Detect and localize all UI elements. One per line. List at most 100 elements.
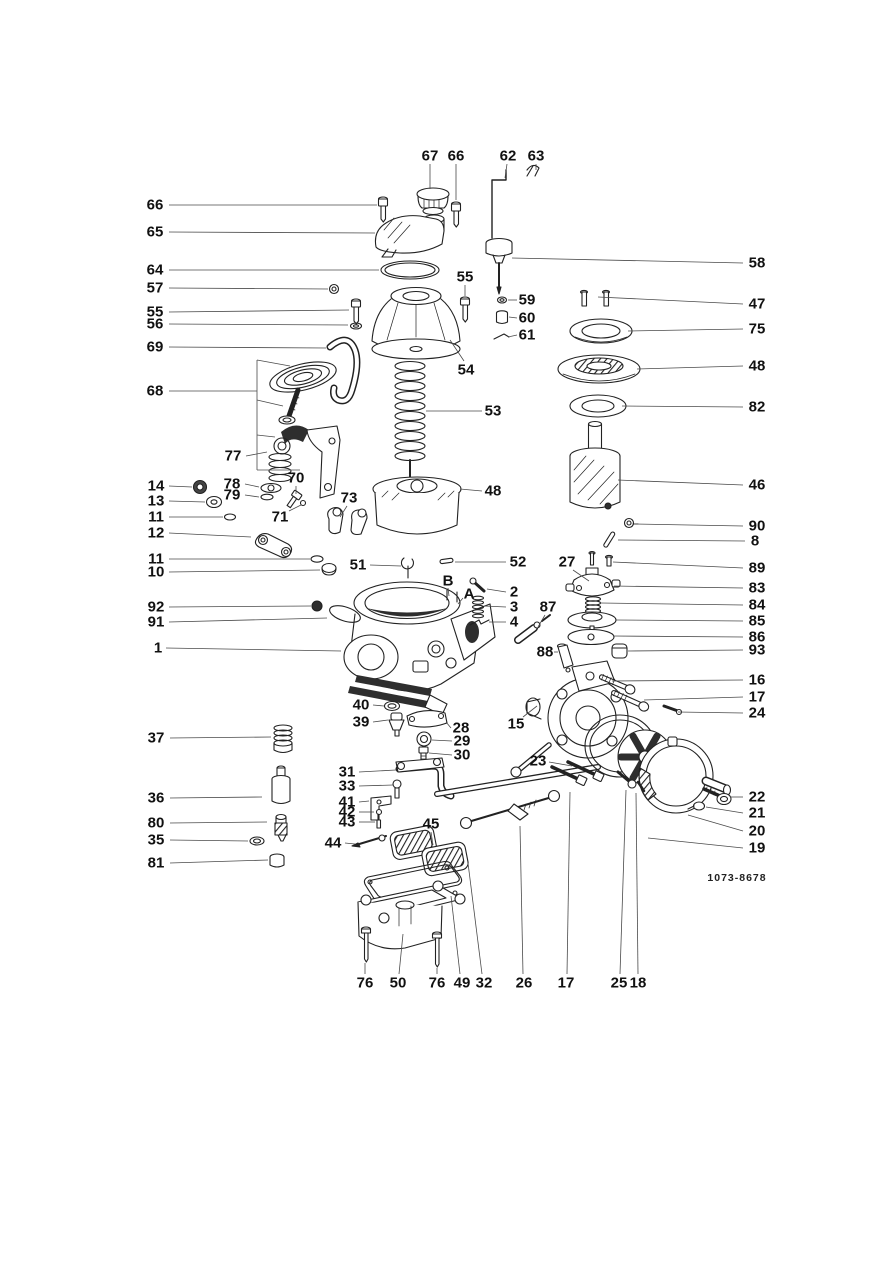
leader-line-14: [168, 485, 193, 488]
part-label-37: 37: [148, 730, 165, 747]
leader-line-83: [613, 585, 744, 589]
part-label-52: 52: [510, 554, 527, 571]
part-48-dished-washer: [557, 354, 641, 384]
leader-line-8: [617, 539, 746, 542]
part-22-screw: [702, 786, 732, 806]
parts-drawing: [192, 164, 732, 968]
part-label-76: 76: [357, 975, 374, 992]
part-label-56: 56: [147, 316, 164, 333]
leader-line-90: [633, 523, 744, 527]
part-26-linkage-rod: [459, 789, 561, 830]
drawing-number: 1073-8678: [707, 872, 766, 884]
leader-line-91: [168, 617, 328, 623]
leader-line-48: [636, 365, 744, 370]
part-label-44: 44: [325, 835, 342, 852]
leader-line-56: [168, 323, 349, 326]
leader-line-46: [617, 479, 744, 486]
leader-line-36: [169, 796, 263, 799]
part-13-washer: [205, 495, 223, 509]
leader-line-2: [486, 588, 507, 593]
part-16-screw: [598, 674, 636, 695]
leader-line-85: [615, 619, 744, 622]
leader-line-15: [522, 705, 538, 718]
part-18-pin: [636, 780, 646, 793]
part-10-cup: [321, 562, 337, 576]
part-42-screw: [375, 808, 383, 821]
part-label-89: 89: [749, 560, 766, 577]
part-11-washer-upper: [223, 513, 237, 521]
leader-line-18: [635, 792, 639, 975]
part-label-49: 49: [454, 975, 471, 992]
leader-line-13: [168, 500, 206, 503]
part-label-54: 54: [458, 362, 475, 379]
part-80-valve: [274, 813, 288, 842]
part-label-16: 16: [749, 672, 766, 689]
part-36-jet-holder: [271, 765, 291, 805]
leader-line-27: [572, 569, 590, 582]
leader-line-31: [358, 769, 397, 773]
part-88-plunger: [556, 643, 574, 673]
leader-line-87: [537, 614, 546, 628]
part-label-8: 8: [751, 533, 759, 550]
leader-line-80: [169, 821, 268, 824]
part-21-plug: [687, 801, 706, 811]
leader-line-77: [245, 451, 268, 457]
part-label-12: 12: [148, 525, 165, 542]
part-24-pin: [662, 704, 683, 716]
leader-line-26: [519, 825, 524, 975]
part-82-ring: [569, 394, 627, 418]
part-label-76: 76: [429, 975, 446, 992]
part-label-39: 39: [353, 714, 370, 731]
part-12-lever: [254, 533, 293, 559]
part-label-81: 81: [148, 855, 165, 872]
part-label-40: 40: [353, 697, 370, 714]
part-label-1: 1: [154, 640, 162, 657]
part-63-clip: [526, 164, 540, 177]
part-label-33: 33: [339, 778, 356, 795]
part-17-screw: [611, 689, 650, 712]
part-label-73: 73: [341, 490, 358, 507]
part-23-screws: [550, 760, 605, 786]
part-91-seal: [329, 605, 361, 623]
leader-line-86: [612, 635, 744, 638]
part-label-26: 26: [516, 975, 533, 992]
part-label-85: 85: [749, 613, 766, 630]
part-label-69: 69: [147, 339, 164, 356]
leader-line-39: [372, 719, 389, 723]
part-label-11: 11: [148, 509, 164, 526]
part-45-floats: [389, 825, 469, 877]
leader-line-79: [244, 494, 260, 498]
part-51-clip: [400, 557, 414, 579]
part-2-screw: [469, 577, 486, 593]
part-label-48: 48: [485, 483, 502, 500]
part-label-41: 41: [339, 794, 356, 811]
part-label-92: 92: [148, 599, 165, 616]
part-label-55: 55: [147, 304, 164, 321]
leader-line-12: [168, 532, 252, 538]
part-label-28: 28: [453, 720, 470, 737]
part-44-float-needle: [351, 834, 387, 848]
part-label-3: 3: [510, 599, 518, 616]
part-label-90: 90: [749, 518, 766, 535]
part-label-61: 61: [519, 327, 536, 344]
part-label-84: 84: [749, 597, 766, 614]
leader-line-21: [705, 806, 744, 814]
leader-line-68: [256, 359, 291, 367]
leader-line-33: [358, 784, 394, 787]
part-76-screw-left: [360, 926, 372, 963]
part-76-screw-right: [431, 931, 443, 968]
part-label-29: 29: [454, 733, 471, 750]
leader-line-25: [619, 789, 627, 975]
part-label-21: 21: [749, 805, 766, 822]
leader-line-62: [504, 163, 508, 179]
part-25-screw: [616, 770, 637, 789]
part-label-A: A: [464, 586, 475, 603]
leader-line-19: [647, 837, 744, 849]
part-label-80: 80: [148, 815, 165, 832]
part-label-77: 77: [225, 448, 242, 465]
leader-line-20: [687, 814, 744, 832]
part-label-63: 63: [528, 148, 545, 165]
part-label-31: 31: [339, 764, 356, 781]
